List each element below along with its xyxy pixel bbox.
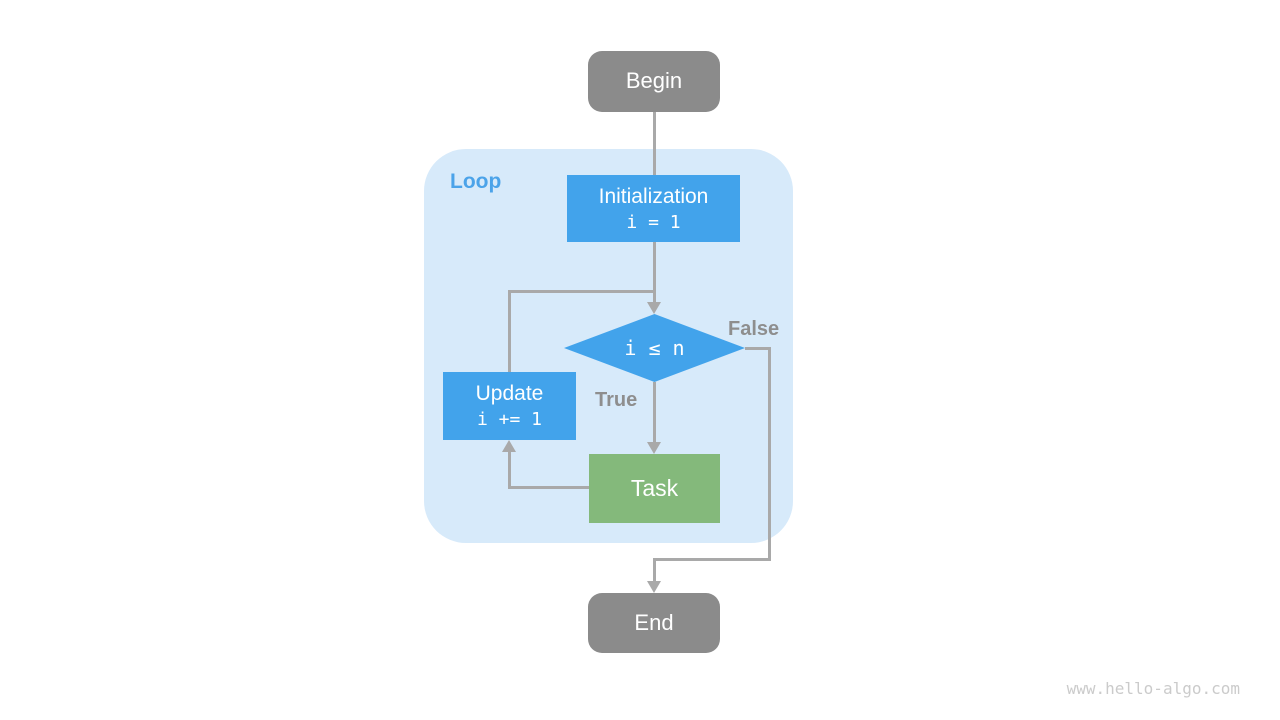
begin-node-label: Begin	[625, 68, 683, 94]
initialization-node: Initialization i = 1	[567, 175, 740, 242]
arrowhead-into-task-icon	[647, 442, 661, 454]
edge-update-to-condition-horizontal	[508, 290, 655, 293]
edge-false-vertical-right	[768, 347, 771, 561]
edge-task-to-update-horizontal	[508, 486, 589, 489]
edge-task-to-update-vertical	[508, 452, 511, 489]
arrowhead-into-condition-icon	[647, 302, 661, 314]
edge-update-to-condition-vertical	[508, 290, 511, 372]
edge-false-horizontal-bottom	[653, 558, 771, 561]
arrowhead-into-end-icon	[647, 581, 661, 593]
false-branch-label: False	[728, 318, 780, 340]
end-node: End	[588, 593, 720, 653]
edge-false-horizontal-top	[745, 347, 771, 350]
arrowhead-into-update-icon	[502, 440, 516, 452]
edge-false-vertical-into-end	[653, 558, 656, 581]
update-node-label: Update	[475, 382, 544, 406]
condition-node-label: i ≤ n	[624, 336, 685, 360]
update-node: Update i += 1	[443, 372, 576, 440]
initialization-node-code: i = 1	[626, 211, 681, 233]
true-branch-label: True	[595, 389, 638, 411]
task-node: Task	[589, 454, 720, 523]
loop-label: Loop	[450, 170, 502, 193]
end-node-label: End	[634, 609, 674, 635]
edge-condition-to-task	[653, 382, 656, 442]
initialization-node-label: Initialization	[598, 184, 709, 208]
watermark-text: www.hello-algo.com	[1066, 679, 1240, 698]
task-node-label: Task	[630, 474, 679, 501]
begin-node: Begin	[588, 51, 720, 112]
update-node-code: i += 1	[476, 409, 543, 431]
